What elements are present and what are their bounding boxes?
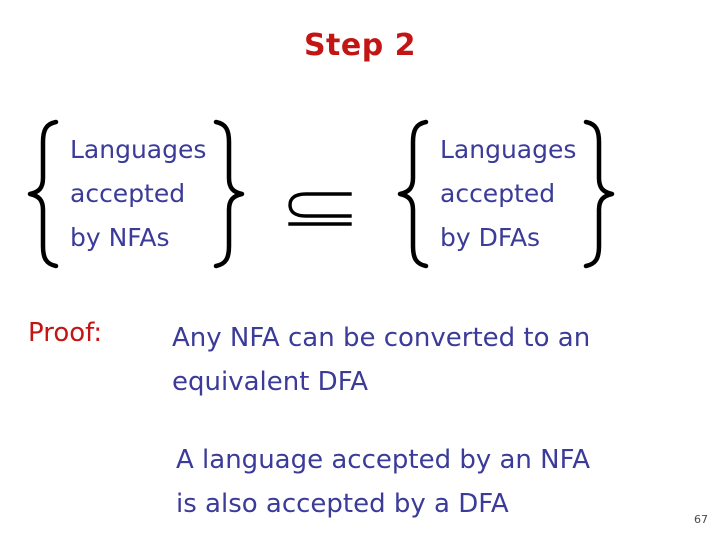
left-curly-brace-open-nfa	[26, 118, 60, 270]
proof-body-line-2: equivalent DFA	[172, 367, 369, 397]
proof-label: Proof:	[28, 318, 103, 348]
subset-or-equal-icon	[286, 188, 356, 228]
proof-body-line-1: Any NFA can be converted to an	[172, 323, 591, 353]
set-nfa-group: Languages accepted by NFAs	[26, 118, 246, 270]
set-dfa-lines: Languages accepted by DFAs	[430, 118, 582, 270]
proof-note-line-2: is also accepted by a DFA	[176, 489, 509, 519]
right-curly-brace-close-dfa	[582, 118, 616, 270]
page-title: Step 2	[303, 28, 417, 63]
set-dfa-line-3: by DFAs	[440, 223, 541, 252]
page-number: 67	[694, 513, 708, 526]
set-nfa-line-2: accepted	[70, 179, 186, 208]
proof-body: Any NFA can be converted to an equivalen…	[172, 316, 692, 404]
left-curly-brace-open-dfa	[396, 118, 430, 270]
set-dfa-line-2: accepted	[440, 179, 556, 208]
set-dfa-group: Languages accepted by DFAs	[396, 118, 616, 270]
proof-note-line-1: A language accepted by an NFA	[176, 445, 590, 475]
set-nfa-line-1: Languages	[70, 135, 207, 164]
set-nfa-lines: Languages accepted by NFAs	[60, 118, 212, 270]
right-curly-brace-close-nfa	[212, 118, 246, 270]
set-dfa-line-1: Languages	[440, 135, 577, 164]
set-nfa-line-3: by NFAs	[70, 223, 170, 252]
proof-note: A language accepted by an NFA is also ac…	[176, 438, 696, 526]
